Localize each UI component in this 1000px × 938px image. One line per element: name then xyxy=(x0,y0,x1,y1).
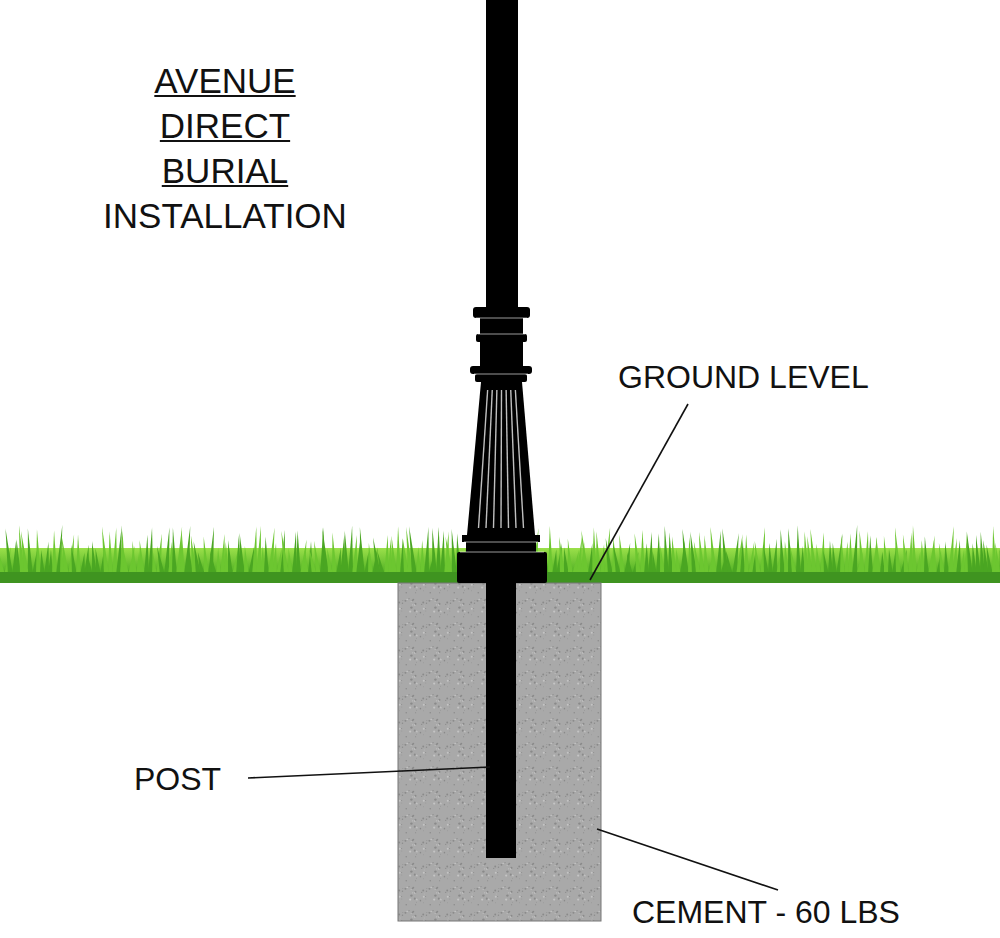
pole-flutes xyxy=(479,390,524,528)
ground-level-leader xyxy=(590,404,688,580)
leader-lines xyxy=(248,404,778,890)
cement-label: CEMENT - 60 LBS xyxy=(632,893,900,931)
post-label: POST xyxy=(134,760,221,798)
pole-ring-lines xyxy=(460,318,544,552)
lamp-pole xyxy=(457,0,547,583)
cement-leader xyxy=(597,829,778,890)
buried-post xyxy=(486,583,516,858)
title: AVENUE DIRECT BURIAL INSTALLATION xyxy=(103,58,347,238)
post-leader xyxy=(248,767,490,778)
ground-level-label: GROUND LEVEL xyxy=(618,358,869,396)
cement-block xyxy=(398,583,601,921)
